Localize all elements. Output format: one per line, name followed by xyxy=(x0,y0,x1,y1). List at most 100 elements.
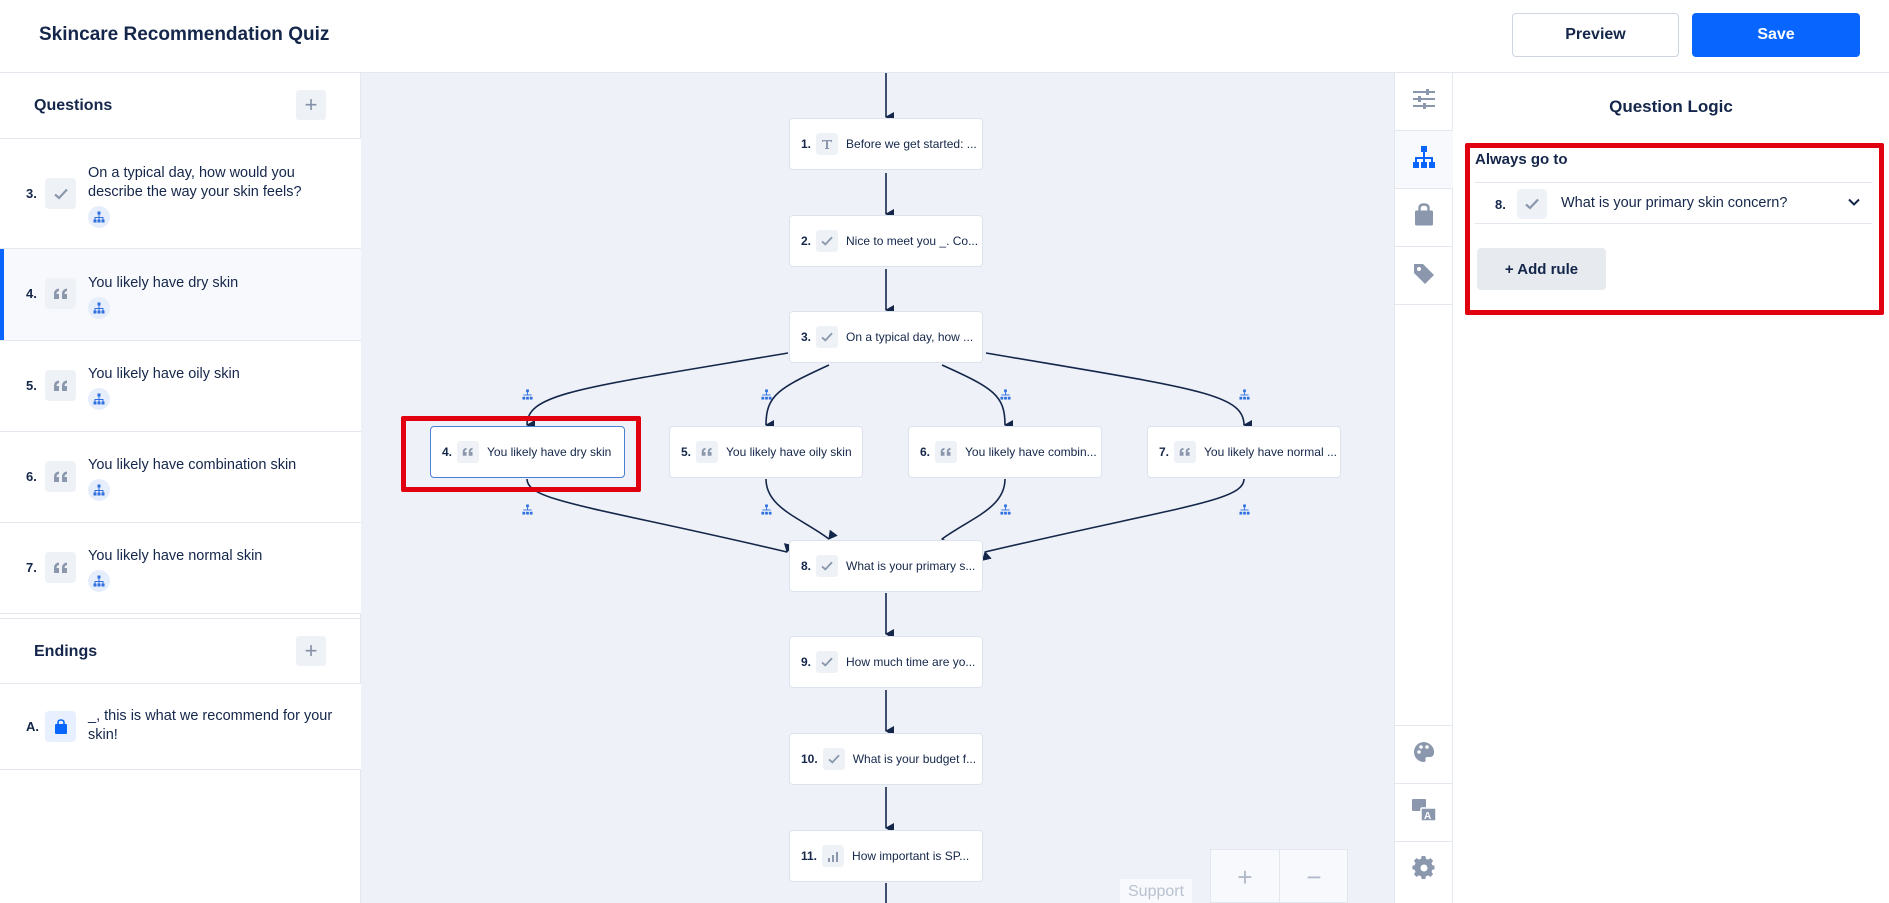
check-icon xyxy=(822,748,845,770)
quote-icon xyxy=(45,461,76,492)
question-number: 6. xyxy=(26,469,37,484)
translate-icon: A xyxy=(1411,798,1437,827)
flow-node-11[interactable]: 11. How important is SP... xyxy=(789,830,983,882)
node-number: 3. xyxy=(801,330,812,344)
node-text: Before we get started: ... xyxy=(846,137,977,151)
quote-icon xyxy=(45,552,76,583)
endings-title: Endings xyxy=(34,643,98,660)
sidebar-question-7[interactable]: 7. You likely have normal skin xyxy=(0,523,361,614)
node-number: 10. xyxy=(801,752,818,766)
tag-icon xyxy=(1412,261,1436,290)
logic-tree-icon xyxy=(88,388,110,410)
target-text: What is your primary skin concern? xyxy=(1561,195,1788,211)
node-text: What is your primary s... xyxy=(846,559,976,573)
logic-tree-icon[interactable] xyxy=(998,502,1012,516)
node-text: On a typical day, how ... xyxy=(846,330,974,344)
zoom-out-button[interactable]: − xyxy=(1280,850,1348,903)
node-number: 8. xyxy=(801,559,812,573)
add-question-button[interactable]: + xyxy=(296,90,326,120)
questions-title: Questions xyxy=(34,97,113,114)
translate-button[interactable]: A xyxy=(1395,783,1453,841)
questions-header: Questions + xyxy=(0,73,361,139)
node-text: What is your budget f... xyxy=(852,752,977,766)
flow-node-1[interactable]: 1. Before we get started: ... xyxy=(789,118,983,170)
node-number: 7. xyxy=(1159,445,1170,459)
question-logic-panel: Question Logic Always go to 8. What is y… xyxy=(1453,73,1889,903)
zoom-in-button[interactable]: + xyxy=(1211,850,1279,903)
flow-node-2[interactable]: 2. Nice to meet you _. Co... xyxy=(789,215,983,267)
tags-button[interactable] xyxy=(1395,247,1453,305)
check-icon xyxy=(45,178,76,209)
check-icon xyxy=(816,230,839,252)
svg-text:A: A xyxy=(1424,811,1431,822)
text-icon xyxy=(816,133,839,155)
question-text: You likely have combination skin xyxy=(88,457,297,473)
logic-tree-icon[interactable] xyxy=(520,502,534,516)
quote-icon xyxy=(457,441,480,463)
node-text: Nice to meet you _. Co... xyxy=(846,234,979,248)
logic-tree-icon xyxy=(1412,145,1436,174)
endings-header: Endings + xyxy=(0,618,361,684)
check-icon xyxy=(816,555,839,577)
logic-tree-icon[interactable] xyxy=(1237,502,1251,516)
jump-target-select[interactable]: 8. What is your primary skin concern? xyxy=(1475,182,1872,224)
question-text: You likely have normal skin xyxy=(88,548,263,564)
logic-tree-icon xyxy=(88,206,110,228)
shopping-bag-icon xyxy=(45,711,76,742)
questions-sidebar: Questions + 3. On a typical day, how wou… xyxy=(0,73,361,903)
logic-tree-icon[interactable] xyxy=(1237,387,1251,401)
sidebar-question-6[interactable]: 6. You likely have combination skin xyxy=(0,432,361,523)
gear-icon xyxy=(1412,856,1436,885)
support-button[interactable]: Support xyxy=(1120,879,1193,903)
selected-node-highlight xyxy=(401,416,641,492)
flow-node-6[interactable]: 6. You likely have combin... xyxy=(908,426,1102,478)
flow-node-3[interactable]: 3. On a typical day, how ... xyxy=(789,311,983,363)
tool-rail: A xyxy=(1394,73,1453,903)
node-number: 1. xyxy=(801,137,812,151)
add-ending-button[interactable]: + xyxy=(296,636,326,666)
add-rule-button[interactable]: + Add rule xyxy=(1477,248,1606,290)
products-button[interactable] xyxy=(1395,189,1453,247)
logic-tree-icon[interactable] xyxy=(998,387,1012,401)
palette-icon xyxy=(1412,740,1436,769)
check-icon xyxy=(816,326,839,348)
ending-text: _, this is what we recommend for your sk… xyxy=(88,708,333,743)
node-number: 4. xyxy=(442,445,453,459)
sidebar-question-3[interactable]: 3. On a typical day, how would you descr… xyxy=(0,139,361,249)
node-text: How much time are yo... xyxy=(846,655,976,669)
quote-icon xyxy=(45,370,76,401)
flow-canvas[interactable]: 1. Before we get started: ... 2. Nice to… xyxy=(361,73,1394,903)
flow-node-9[interactable]: 9. How much time are yo... xyxy=(789,636,983,688)
logic-tree-icon xyxy=(88,570,110,592)
logic-tree-icon[interactable] xyxy=(520,387,534,401)
logic-tree-icon[interactable] xyxy=(759,502,773,516)
flow-node-7[interactable]: 7. You likely have normal ... xyxy=(1147,426,1341,478)
zoom-controls: + − xyxy=(1210,849,1348,903)
node-text: You likely have normal ... xyxy=(1204,445,1337,459)
node-text: You likely have dry skin xyxy=(487,445,612,459)
flow-node-5[interactable]: 5. You likely have oily skin xyxy=(669,426,863,478)
logic-rule-highlight xyxy=(1465,143,1884,315)
check-icon xyxy=(1517,189,1547,219)
settings-button[interactable] xyxy=(1395,841,1453,899)
preview-button[interactable]: Preview xyxy=(1512,13,1679,57)
always-go-to-label: Always go to xyxy=(1475,151,1568,168)
flow-node-8[interactable]: 8. What is your primary s... xyxy=(789,540,983,592)
save-button[interactable]: Save xyxy=(1692,13,1860,57)
quote-icon xyxy=(45,278,76,309)
flow-node-10[interactable]: 10. What is your budget f... xyxy=(789,733,983,785)
logic-tree-icon[interactable] xyxy=(759,387,773,401)
question-number: 5. xyxy=(26,378,37,393)
flow-node-4[interactable]: 4. You likely have dry skin xyxy=(430,426,625,478)
target-number: 8. xyxy=(1495,197,1506,212)
zoom-divider xyxy=(1279,850,1280,903)
quote-icon xyxy=(935,441,958,463)
theme-button[interactable] xyxy=(1395,725,1453,783)
node-text: How important is SP... xyxy=(852,849,970,863)
sidebar-ending-a[interactable]: A. _, this is what we recommend for your… xyxy=(0,684,361,770)
sidebar-question-5[interactable]: 5. You likely have oily skin xyxy=(0,341,361,432)
chevron-down-icon[interactable] xyxy=(1847,195,1861,214)
settings-sliders-button[interactable] xyxy=(1395,73,1453,131)
sidebar-question-4[interactable]: 4. You likely have dry skin xyxy=(0,249,361,341)
logic-button[interactable] xyxy=(1395,131,1453,189)
